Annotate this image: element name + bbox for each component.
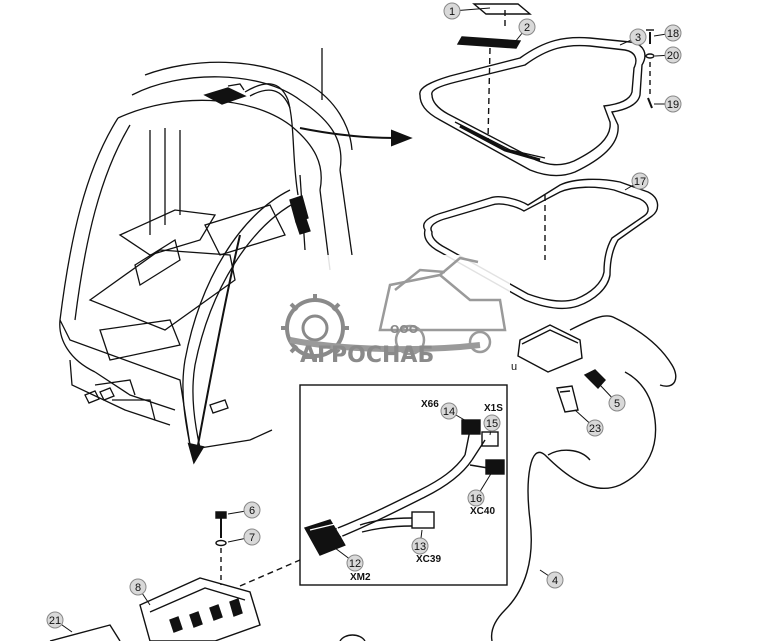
callout-circle xyxy=(518,18,536,36)
callout-circle xyxy=(243,501,261,519)
callout-5: 5 xyxy=(599,384,626,412)
callout-number: 8 xyxy=(135,582,141,594)
cab-illustration xyxy=(59,48,353,449)
callout-20: 20 xyxy=(654,46,682,64)
callout-2: 2 xyxy=(514,18,536,43)
callout-number: 12 xyxy=(349,558,361,570)
callout-12: 12 xyxy=(334,547,364,572)
callout-19: 19 xyxy=(654,95,682,113)
callout-21: 21 xyxy=(46,611,73,633)
callout-8: 8 xyxy=(129,578,151,606)
callout-number: 19 xyxy=(667,99,679,111)
connector-label-xc40: XC40 xyxy=(470,506,495,517)
callout-23: 23 xyxy=(574,409,604,437)
callout-circle xyxy=(129,578,147,596)
callout-1: 1 xyxy=(443,2,491,20)
callout-3: 3 xyxy=(619,28,647,46)
callout-circle xyxy=(440,402,458,420)
connector-label-xc39: XC39 xyxy=(416,554,441,565)
callout-number: 20 xyxy=(667,50,679,62)
watermark: ООО АГРОСНАБ u xyxy=(270,255,517,383)
callout-circle xyxy=(483,414,501,432)
callout-number: 1 xyxy=(449,6,455,18)
callout-14: 14 xyxy=(440,402,469,423)
callout-circle xyxy=(664,95,682,113)
harvester-icon xyxy=(378,256,507,356)
callout-number: 5 xyxy=(614,398,620,410)
connector-label-x66: X66 xyxy=(421,399,439,410)
callout-number: 18 xyxy=(667,28,679,40)
callout-number: 14 xyxy=(443,406,455,418)
bottom-parts xyxy=(49,511,366,641)
callout-circle xyxy=(586,419,604,437)
callout-15: 15 xyxy=(483,414,501,436)
callout-circle xyxy=(467,489,485,507)
callout-circle xyxy=(631,172,649,190)
callout-number: 23 xyxy=(589,423,601,435)
callout-circle xyxy=(664,24,682,42)
callout-4: 4 xyxy=(539,569,564,589)
callout-number: 3 xyxy=(635,32,641,44)
callout-number: 16 xyxy=(470,493,482,505)
callout-18: 18 xyxy=(653,24,682,42)
watermark-prefix: ООО xyxy=(390,323,418,336)
callout-number: 6 xyxy=(249,505,255,517)
callout-13: 13 xyxy=(411,529,429,555)
callout-number: 21 xyxy=(49,615,61,627)
callout-circle xyxy=(546,571,564,589)
callout-circle xyxy=(608,394,626,412)
callout-circle xyxy=(664,46,682,64)
callout-16: 16 xyxy=(467,471,493,507)
callout-circle xyxy=(443,2,461,20)
callout-number: 7 xyxy=(249,532,255,544)
callout-number: 2 xyxy=(524,22,530,34)
callout-circle xyxy=(411,537,429,555)
antenna-assembly xyxy=(490,315,677,641)
callout-6: 6 xyxy=(227,501,261,519)
callout-number: 17 xyxy=(634,176,646,188)
connector-label-x1s: X1S xyxy=(484,403,503,414)
harness-detail-box xyxy=(299,384,508,586)
callout-circle xyxy=(46,611,64,629)
callout-circle xyxy=(629,28,647,46)
callout-circle xyxy=(346,554,364,572)
pointer-arrows xyxy=(187,127,413,465)
callout-17: 17 xyxy=(624,172,649,191)
callout-number: 4 xyxy=(552,575,558,587)
roof-panel-assembly xyxy=(419,3,659,310)
watermark-stray-letter: u xyxy=(511,361,517,373)
connector-label-xm2: XM2 xyxy=(350,572,371,583)
watermark-brand: АГРОСНАБ xyxy=(300,343,434,368)
callout-number: 13 xyxy=(414,541,426,553)
callout-circle xyxy=(243,528,261,546)
callout-number: 15 xyxy=(486,418,498,430)
callout-7: 7 xyxy=(227,528,261,546)
